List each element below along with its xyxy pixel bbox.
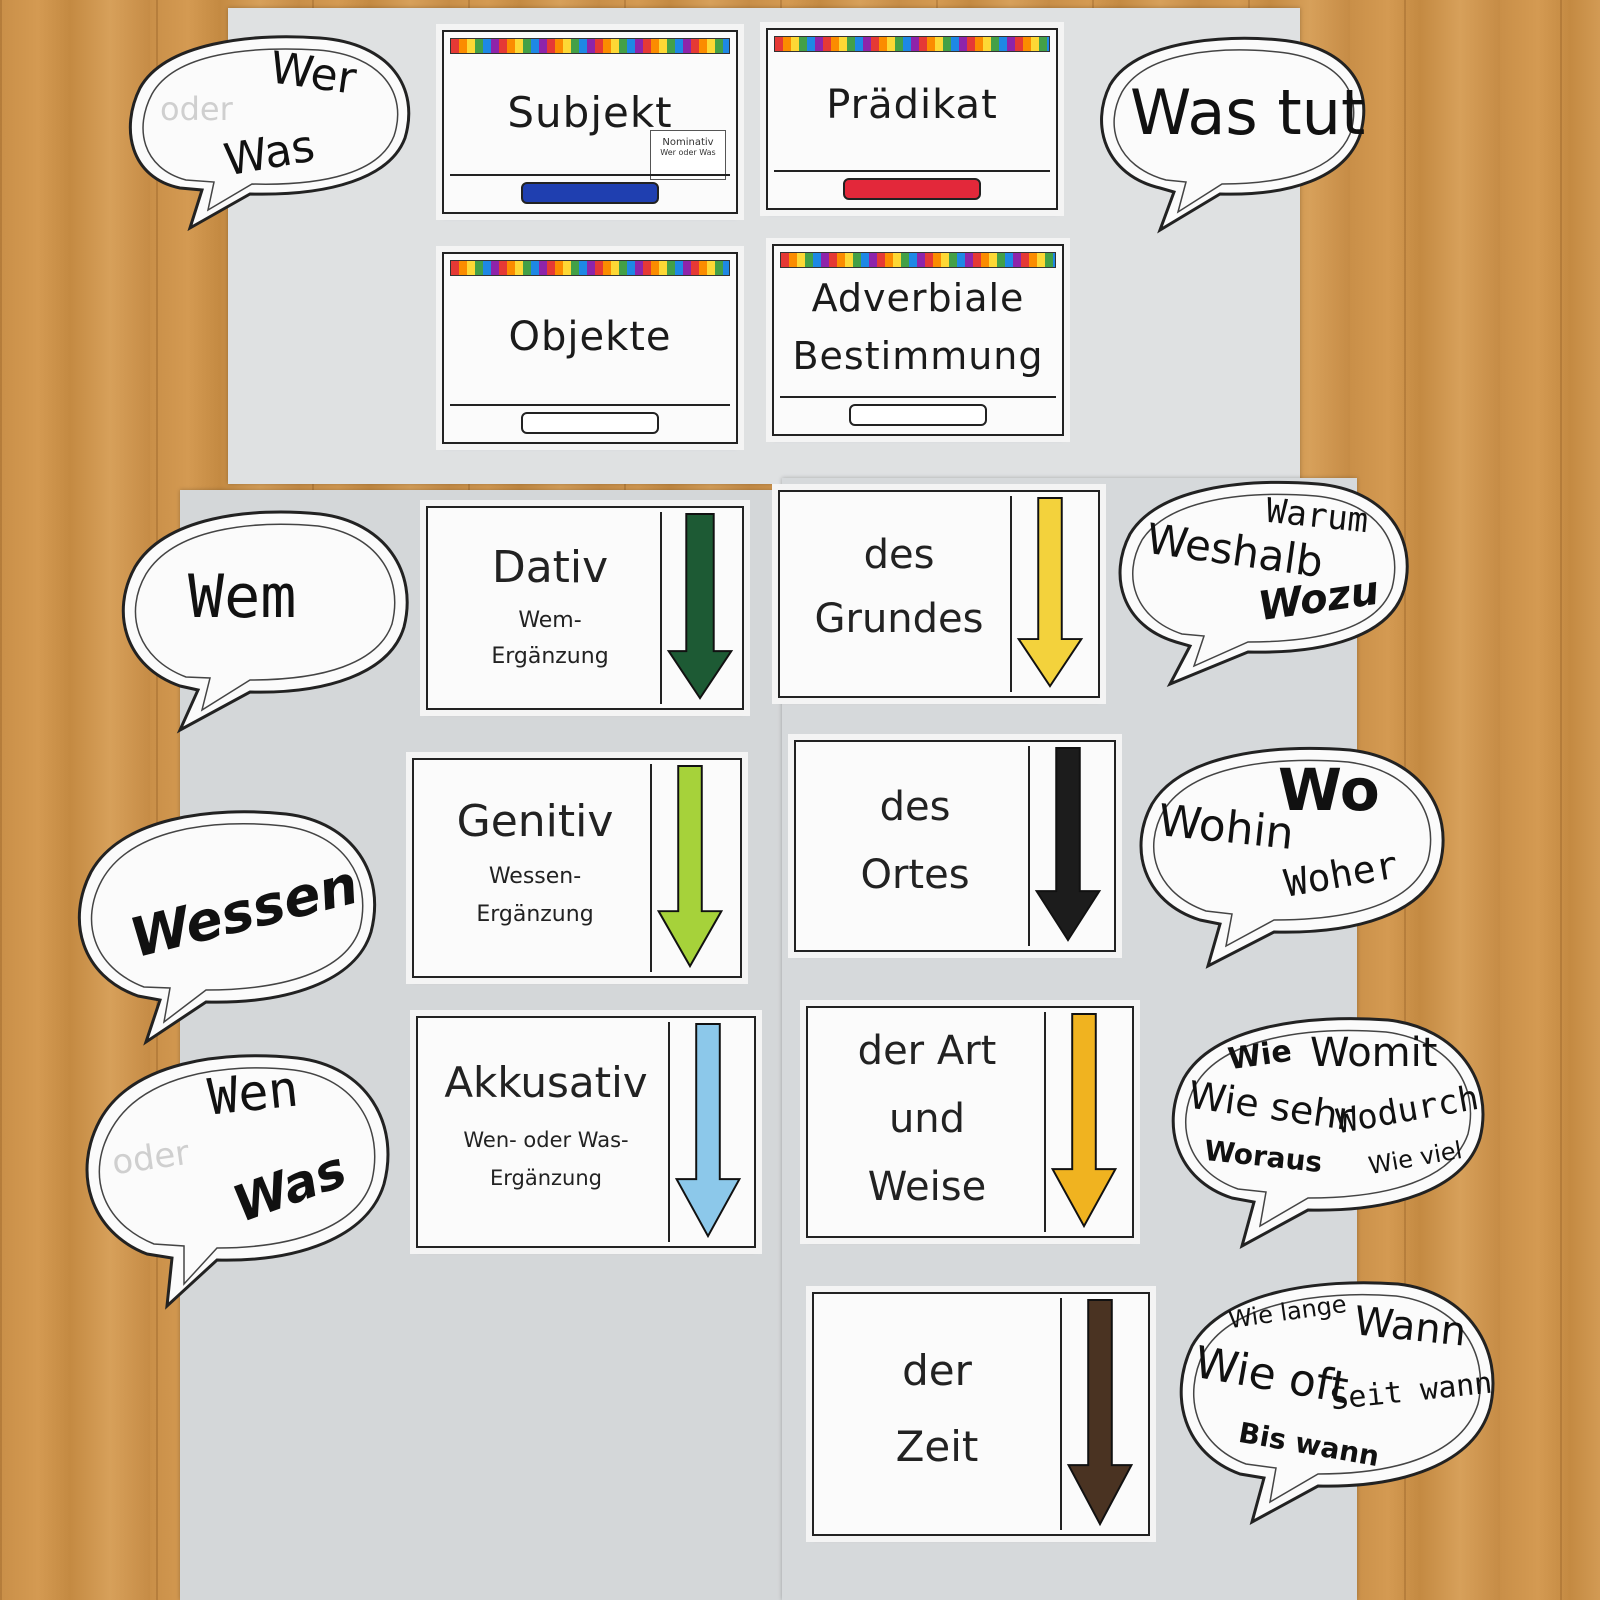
down-arrow-dark-green-icon: [666, 512, 734, 704]
arrow-column: [660, 512, 738, 704]
card-dativ: Dativ Wem- Ergänzung: [426, 506, 744, 710]
card-sub1: Wessen-: [414, 864, 656, 889]
card-line2: Zeit: [814, 1422, 1060, 1471]
rainbow-strip: [450, 38, 730, 54]
speech-bubble-zeit: Wie lange Wann Wie oft Seit wann Bis wan…: [1168, 1274, 1502, 1518]
card-line3: Weise: [808, 1164, 1046, 1210]
arrow-column: [650, 764, 738, 972]
card-line1: der Art: [808, 1028, 1046, 1074]
arrow-column: [1044, 1012, 1132, 1232]
speech-bubble-wer-was: Wer oder Was: [120, 28, 420, 224]
card-title: Prädikat: [768, 82, 1056, 128]
card-title-line2: Bestimmung: [774, 334, 1062, 378]
card-title-line1: Adverbiale: [774, 276, 1062, 320]
note-label: Nominativ: [651, 137, 725, 148]
rainbow-strip: [780, 252, 1056, 268]
bubble-text: Wem: [188, 562, 296, 632]
speech-bubble-art: Wie Womit Wie sehr Wodurch Woraus Wie vi…: [1160, 1010, 1492, 1242]
down-arrow-yellow-icon: [1016, 496, 1084, 692]
down-arrow-brown-icon: [1066, 1298, 1134, 1530]
bubble-word-oder: oder: [160, 90, 233, 128]
speech-bubble-wen-was: Wen oder Was: [72, 1042, 398, 1304]
color-pill-red: [843, 178, 981, 200]
card-title: Dativ: [428, 542, 672, 593]
card-subjekt: Subjekt Nominativ Wer oder Was: [442, 30, 738, 214]
card-akkusativ: Akkusativ Wen- oder Was- Ergänzung: [416, 1016, 756, 1248]
card-line2: und: [808, 1096, 1046, 1142]
card-art-und-weise: der Art und Weise: [806, 1006, 1134, 1238]
card-genitiv: Genitiv Wessen- Ergänzung: [412, 758, 742, 978]
card-sub2: Ergänzung: [418, 1166, 674, 1190]
arrow-column: [668, 1022, 754, 1242]
card-sub1: Wem-: [428, 608, 672, 633]
card-line2: Grundes: [780, 596, 1018, 642]
down-arrow-light-green-icon: [656, 764, 724, 972]
card-sub2: Ergänzung: [414, 902, 656, 927]
color-pill-blue: [521, 182, 659, 204]
card-grund: des Grundes: [778, 490, 1100, 698]
down-arrow-black-icon: [1034, 746, 1102, 946]
card-title: Akkusativ: [418, 1058, 674, 1107]
speech-bubble-ort: Wo Wohin Woher: [1128, 740, 1452, 962]
down-arrow-orange-icon: [1050, 1012, 1118, 1232]
card-title: Genitiv: [414, 796, 656, 847]
arrow-column: [1060, 1298, 1148, 1530]
card-objekte: Objekte: [442, 252, 738, 444]
card-praedikat: Prädikat: [766, 28, 1058, 210]
bubble-word-womit: Womit: [1310, 1030, 1437, 1076]
color-pill-empty: [521, 412, 659, 434]
bubble-word-wen: Wen: [205, 1059, 301, 1126]
arrow-column: [1010, 496, 1096, 692]
bubble-text: Was tut: [1130, 76, 1365, 149]
card-zeit: der Zeit: [812, 1292, 1150, 1536]
card-sub2: Ergänzung: [428, 644, 672, 669]
card-line1: der: [814, 1346, 1060, 1395]
speech-bubble-wessen: Wessen: [66, 800, 382, 1040]
speech-bubble-was-tut: Was tut: [1090, 30, 1372, 226]
card-ort: des Ortes: [794, 740, 1116, 952]
color-pill-empty: [849, 404, 987, 426]
speech-bubble-wem: Wem: [110, 502, 414, 728]
rainbow-strip: [450, 260, 730, 276]
card-line2: Ortes: [796, 852, 1034, 898]
nominativ-note: Nominativ Wer oder Was: [650, 130, 726, 180]
down-arrow-light-blue-icon: [674, 1022, 742, 1242]
rainbow-strip: [774, 36, 1050, 52]
card-line1: des: [780, 532, 1018, 578]
card-line1: des: [796, 784, 1034, 830]
card-adverbiale: Adverbiale Bestimmung: [772, 244, 1064, 436]
arrow-column: [1028, 746, 1114, 946]
note-sub: Wer oder Was: [651, 148, 725, 157]
speech-bubble-grund: Warum Weshalb Wozu: [1108, 476, 1414, 682]
card-title: Objekte: [444, 314, 736, 360]
card-sub1: Wen- oder Was-: [418, 1128, 674, 1152]
